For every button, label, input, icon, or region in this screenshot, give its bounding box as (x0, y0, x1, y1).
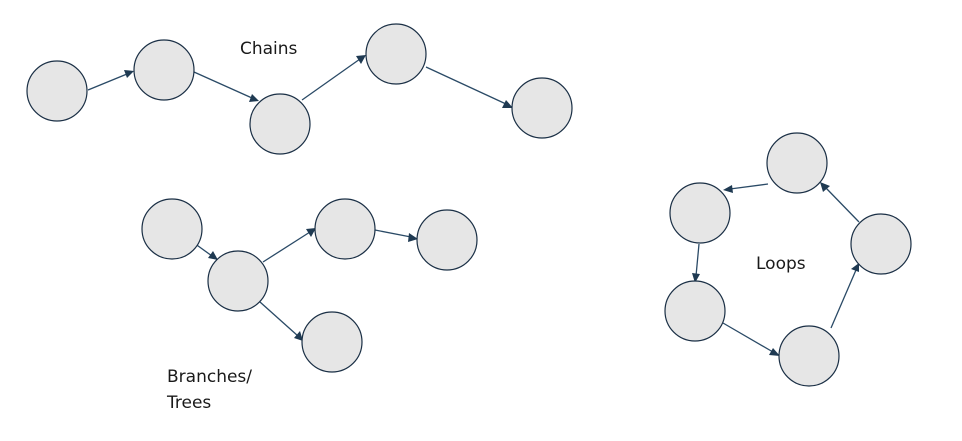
chain-node-3 (249, 93, 311, 155)
tree-node-root (207, 250, 269, 312)
loop-edge-1 (729, 183, 769, 190)
loop-node-top (766, 132, 828, 194)
loop-node-left-lower (664, 280, 726, 342)
chain-edge-4 (425, 66, 507, 105)
branches-label-line2: Trees (167, 393, 212, 413)
loop-node-left-upper (669, 182, 731, 244)
loop-arrowhead-4 (851, 263, 859, 272)
tree-node-leaf-in (141, 198, 203, 260)
loop-edge-2 (695, 243, 700, 277)
loop-arrowhead-2 (692, 273, 700, 283)
tree-node-branch-upper (314, 198, 376, 260)
loop-arrowhead-5 (820, 182, 830, 192)
tree-arrowhead-2 (306, 228, 316, 237)
chain-edge-2 (193, 71, 253, 99)
chain-edge-1 (87, 73, 128, 91)
chain-node-1 (26, 60, 88, 122)
chain-arrowhead-3 (356, 55, 366, 64)
branches-trees-label: Branches/ Trees (167, 364, 252, 416)
loop-arrowhead-1 (723, 185, 733, 193)
chain-arrowhead-1 (124, 70, 134, 78)
trees-group (141, 198, 478, 373)
loops-label: Loops (756, 254, 806, 274)
tree-edge-2 (262, 231, 311, 263)
tree-edge-3 (374, 229, 412, 238)
chain-node-4 (365, 23, 427, 85)
loop-edge-3 (722, 322, 774, 353)
chain-node-5 (511, 77, 573, 139)
tree-edge-4 (259, 301, 299, 337)
chain-arrowhead-2 (249, 94, 259, 102)
loops-group (664, 132, 912, 387)
tree-arrowhead-1 (208, 251, 218, 260)
chains-label: Chains (240, 39, 298, 59)
chain-node-2 (133, 39, 195, 101)
chains-group (26, 23, 573, 155)
loop-node-right (850, 213, 912, 275)
chain-arrowhead-4 (502, 100, 513, 108)
loop-edge-5 (825, 187, 860, 223)
tree-arrowhead-4 (294, 331, 303, 341)
loop-arrowhead-3 (769, 348, 780, 356)
chain-edge-3 (301, 58, 361, 101)
loop-edge-4 (830, 269, 857, 329)
tree-node-branch-upper-child (416, 209, 478, 271)
loop-node-bottom (778, 325, 840, 387)
tree-node-branch-lower (301, 311, 363, 373)
tree-arrowhead-3 (408, 233, 418, 242)
branches-label-line1: Branches/ (167, 367, 253, 387)
